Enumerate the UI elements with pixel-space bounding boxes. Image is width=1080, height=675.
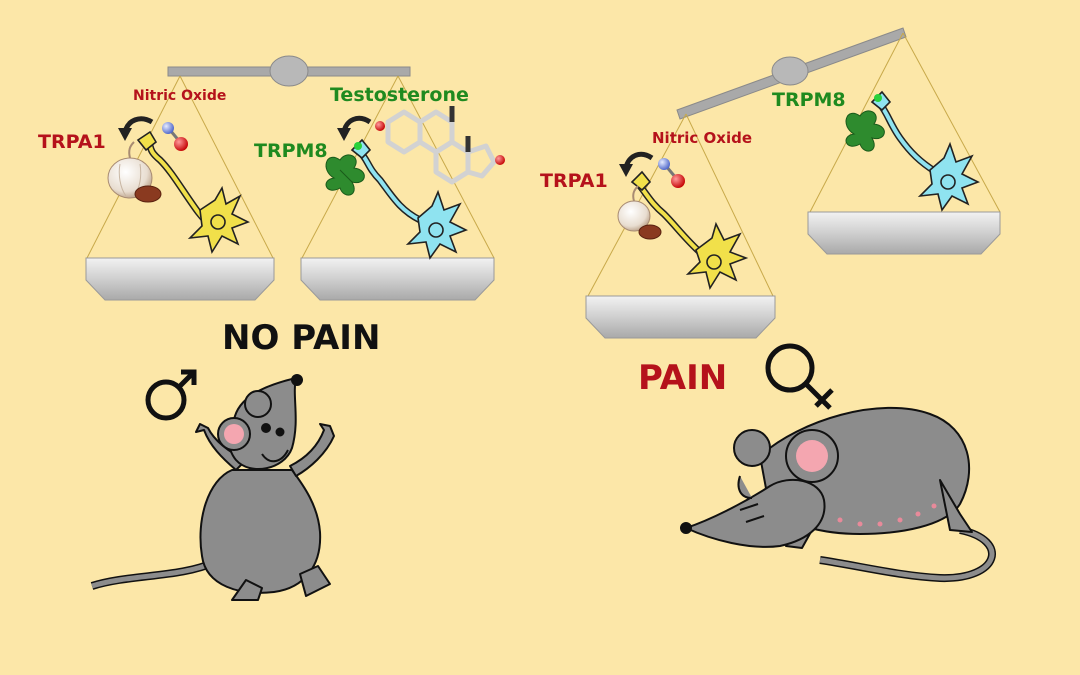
left-cyan-neuron	[350, 138, 468, 260]
left-trpm8-arrowhead-icon	[337, 128, 351, 141]
right-nitric-oxide-label: Nitric Oxide	[652, 129, 752, 147]
left-scale-pan-trpa1	[85, 257, 275, 301]
male-mouse-ear-right	[244, 390, 272, 418]
right-scale-pan-trpa1	[585, 295, 776, 339]
right-cyan-neuron	[870, 90, 980, 212]
left-scale-pan-trpm8	[300, 257, 495, 301]
left-mint-leaf-icon	[325, 154, 365, 196]
right-garlic-icon	[617, 185, 662, 240]
female-mouse-head	[685, 478, 826, 548]
right-trpm8-label: TRPM8	[772, 89, 846, 111]
right-balance-scale	[585, 27, 1001, 339]
left-garlic-icon	[107, 141, 162, 203]
left-trpa1-label: TRPA1	[38, 131, 106, 153]
right-nitric-oxide-molecule-icon	[658, 158, 685, 188]
sick-female-mouse	[680, 406, 996, 583]
testosterone-label: Testosterone	[330, 84, 469, 106]
right-scale-pan-trpm8	[807, 211, 1001, 255]
left-trpa1-arrowhead-icon	[118, 128, 132, 141]
right-trpa1-group	[617, 151, 749, 291]
male-mouse-smile	[261, 449, 289, 463]
left-trpm8-group	[325, 106, 505, 260]
female-mouse-tail	[819, 526, 996, 583]
male-mouse-right-arm	[289, 423, 335, 477]
female-mouse-ear-small	[733, 429, 771, 467]
male-mouse-body	[199, 469, 322, 594]
female-mouse-nipples	[837, 503, 937, 527]
happy-male-mouse	[90, 374, 335, 601]
male-symbol-icon	[145, 369, 197, 421]
female-symbol-icon	[765, 343, 834, 410]
left-yellow-neuron	[136, 130, 250, 255]
male-mouse-nose	[291, 374, 303, 386]
left-nitric-oxide-label: Nitric Oxide	[133, 88, 226, 104]
left-nitric-oxide-molecule-icon	[162, 122, 188, 151]
right-yellow-neuron	[630, 170, 749, 291]
right-trpa1-label: TRPA1	[540, 170, 608, 192]
pain-label: PAIN	[638, 358, 727, 398]
left-trpa1-group	[107, 116, 250, 255]
right-trpa1-arrowhead-icon	[619, 164, 633, 177]
testosterone-molecule-icon	[375, 106, 505, 185]
male-mouse-eye	[261, 423, 271, 433]
left-trpm8-label: TRPM8	[254, 140, 328, 162]
no-pain-label: NO PAIN	[222, 318, 380, 358]
right-trpm8-group	[845, 90, 980, 212]
female-mouse-closed-eye	[739, 503, 759, 511]
left-scale-pivot	[269, 55, 309, 87]
right-mint-leaf-icon	[845, 110, 885, 152]
female-mouse-nose	[680, 522, 692, 534]
right-scale-pivot	[771, 56, 809, 86]
